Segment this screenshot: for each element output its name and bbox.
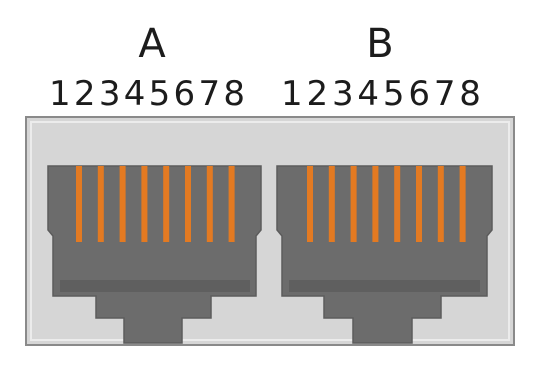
contact-pin-5	[394, 166, 401, 242]
contact-pin-3	[350, 166, 357, 242]
socket-a-plug-shadow	[60, 280, 250, 292]
contact-pin-7	[437, 166, 444, 242]
pin-number: 3	[331, 74, 354, 114]
pin-number: 6	[173, 74, 196, 114]
contact-pin-8	[459, 166, 466, 242]
pin-number: 8	[223, 74, 245, 114]
pin-number: 2	[73, 74, 96, 114]
pin-number: 4	[123, 74, 146, 114]
jack-housing-bevel	[30, 121, 510, 341]
contact-pin-1	[307, 166, 313, 242]
contact-pin-1	[76, 166, 82, 242]
socket-a-contacts	[76, 166, 235, 242]
contact-pin-2	[97, 166, 104, 242]
contact-pin-2	[328, 166, 335, 242]
port-b-pin-numbers: 1 2 3 4 5 6 7 8	[281, 74, 481, 114]
pin-number: 2	[306, 74, 329, 114]
pin-number: 5	[382, 74, 405, 114]
pin-number: 7	[433, 74, 456, 114]
pin-number: 1	[49, 74, 71, 114]
contact-pin-4	[141, 166, 148, 242]
contact-pin-6	[416, 166, 422, 242]
socket-b-plug-shadow	[289, 280, 480, 292]
pin-number: 8	[459, 74, 481, 114]
contact-pin-6	[185, 166, 191, 242]
port-b-label: B	[366, 21, 394, 67]
pin-number: 5	[148, 74, 171, 114]
contact-pin-8	[228, 166, 235, 242]
contact-pin-4	[372, 166, 379, 242]
port-a-label: A	[138, 21, 166, 67]
socket-b-contacts	[307, 166, 466, 242]
pin-number: 4	[357, 74, 380, 114]
port-a-pin-numbers: 1 2 3 4 5 6 7 8	[49, 74, 245, 114]
pin-number: 3	[98, 74, 121, 114]
contact-pin-5	[163, 166, 170, 242]
contact-pin-3	[119, 166, 126, 242]
pin-number: 6	[408, 74, 430, 114]
pin-number: 1	[281, 74, 303, 114]
pin-number: 7	[198, 74, 221, 114]
contact-pin-7	[206, 166, 213, 242]
